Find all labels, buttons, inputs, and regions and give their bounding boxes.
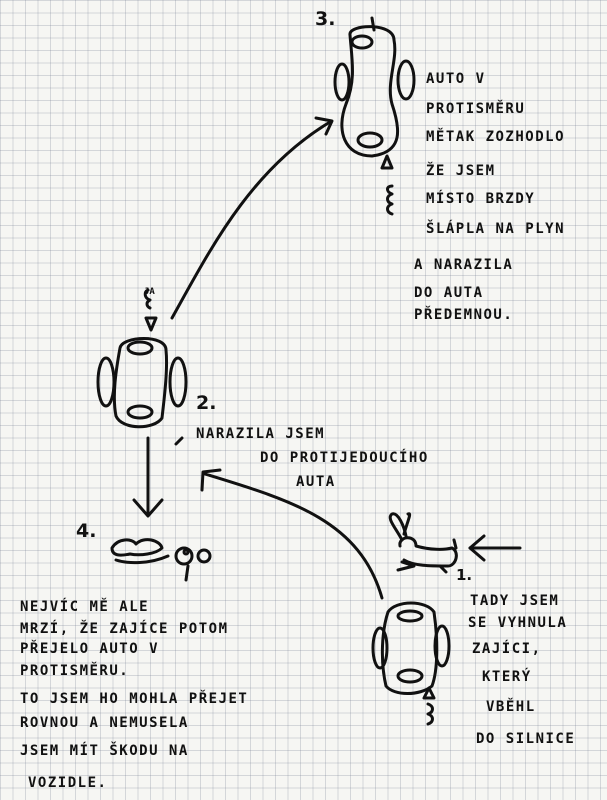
note-car-3-line: ŠLÁPLA NA PLYN: [426, 221, 566, 237]
note-car-2-line: DO PROTIJEDOUCÍHO: [260, 450, 429, 466]
crashed-hare-drawing: [110, 538, 212, 582]
step-number-2: 2.: [196, 392, 217, 414]
step-number-3: 3.: [315, 8, 336, 30]
path-arrow-2-to-3: [170, 120, 332, 320]
note-car-1-line: SE VYHNULA: [468, 615, 568, 631]
note-car-3-line: MĚTAK ZOZHODLO: [426, 129, 566, 145]
path-arrow-1-to-2: [203, 472, 384, 600]
car-3-drawing: [333, 16, 416, 216]
note-car-3-line: MÍSTO BRZDY: [426, 191, 536, 207]
note-car-1-line: TADY JSEM: [470, 593, 560, 609]
note-bottom-line: MRZÍ, ŽE ZAJÍCE POTOM: [20, 621, 229, 637]
step-number-1: 1.: [456, 566, 473, 584]
note-bottom-line: JSEM MÍT ŠKODU NA: [20, 743, 189, 759]
note-car-2-line: AUTA: [296, 474, 336, 490]
note-car-1-line: KTERÝ: [482, 669, 532, 685]
car-2-drawing: [96, 288, 188, 429]
note-car-1-line: ZAJÍCI,: [472, 641, 542, 657]
note-car-3-line: AUTO V: [426, 71, 486, 87]
note-car-3-line: A NARAZILA: [414, 257, 514, 273]
note-car-1-line: DO SILNICE: [476, 731, 576, 747]
note-car-3-line: PROTISMĚRU: [426, 101, 526, 117]
car-1-drawing: [371, 601, 451, 726]
note-bottom-line: NEJVÍC MĚ ALE: [20, 599, 150, 615]
ja-marker: Ja: [144, 287, 155, 297]
note-car-3-line: ŽE JSEM: [426, 163, 496, 179]
note-car-3-line: DO AUTA: [414, 285, 484, 301]
note-bottom-line: TO JSEM HO MOHLA PŘEJET: [20, 691, 249, 707]
note-bottom-line: PŘEJELO AUTO V: [20, 641, 160, 657]
note-car-2-line: NARAZILA JSEM: [196, 426, 326, 442]
hare-drawing: [388, 512, 458, 574]
note-bottom-line: VOZIDLE.: [28, 775, 108, 791]
note-car-3-line: PŘEDEMNOU.: [414, 307, 514, 323]
note-bottom-line: ROVNOU A NEMUSELA: [20, 715, 189, 731]
note-car-1-line: VBĚHL: [486, 699, 536, 715]
note-bottom-line: PROTISMĚRU.: [20, 663, 130, 679]
step-number-4: 4.: [76, 520, 97, 542]
